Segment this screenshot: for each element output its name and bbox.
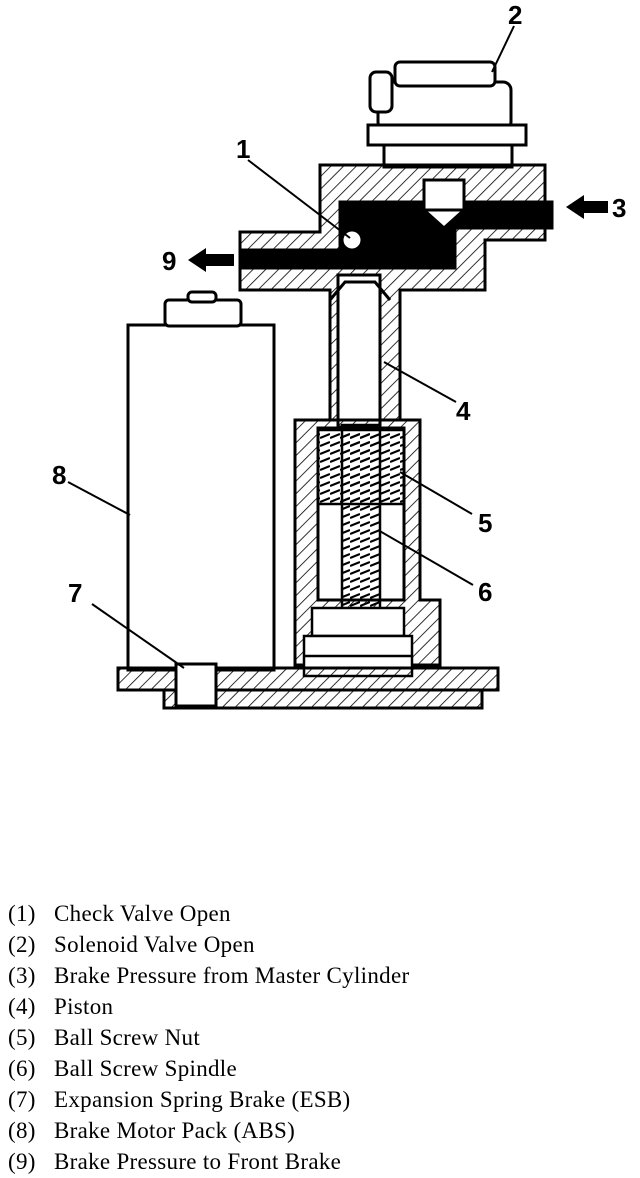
callout-9: 9 [162,246,176,276]
callout-4: 4 [456,396,471,426]
callout-2: 2 [508,0,522,30]
legend-number: (2) [8,932,36,957]
legend-number: (3) [8,963,36,988]
legend-text: Ball Screw Nut [54,1025,201,1050]
legend: (1) Check Valve Open (2) Solenoid Valve Op… [8,898,409,1177]
legend-item: (7) Expansion Spring Brake (ESB) [8,1084,409,1115]
callout-6: 6 [478,577,492,607]
legend-item: (9) Brake Pressure to Front Brake [8,1146,409,1177]
legend-text: Brake Pressure to Front Brake [54,1149,342,1174]
legend-number: (5) [8,1025,36,1050]
pressure-in-arrow [566,195,608,219]
expansion-spring-brake [174,662,218,708]
legend-text: Check Valve Open [54,901,231,926]
legend-item: (1) Check Valve Open [8,898,409,929]
legend-number: (1) [8,901,36,926]
legend-number: (9) [8,1149,36,1174]
legend-text: Piston [54,994,114,1019]
legend-item: (2) Solenoid Valve Open [8,929,409,960]
pressure-out-arrow [188,248,234,272]
legend-item: (3) Brake Pressure from Master Cylinder [8,960,409,991]
legend-item: (6) Ball Screw Spindle [8,1053,409,1084]
legend-text: Brake Motor Pack (ABS) [54,1118,296,1143]
legend-text: Solenoid Valve Open [54,932,255,957]
piston [328,273,392,429]
legend-text: Brake Pressure from Master Cylinder [54,963,410,988]
valve-body [238,163,554,422]
legend-item: (8) Brake Motor Pack (ABS) [8,1115,409,1146]
callout-7: 7 [68,578,82,608]
legend-number: (7) [8,1087,36,1112]
callout-8: 8 [52,460,66,490]
esb-diagram: 1 2 3 4 5 6 7 8 9 [52,0,626,710]
legend-item: (5) Ball Screw Nut [8,1022,409,1053]
callout-3: 3 [612,193,626,223]
legend-number: (8) [8,1118,36,1143]
legend-item: (4) Piston [8,991,409,1022]
legend-text: Ball Screw Spindle [54,1056,237,1081]
brake-motor-pack [126,290,276,672]
callout-5: 5 [478,508,492,538]
legend-number: (4) [8,994,36,1019]
solenoid-valve [366,60,528,169]
legend-number: (6) [8,1056,36,1081]
legend-text: Expansion Spring Brake (ESB) [54,1087,351,1112]
leader-lines [67,25,515,669]
callout-1: 1 [236,134,250,164]
